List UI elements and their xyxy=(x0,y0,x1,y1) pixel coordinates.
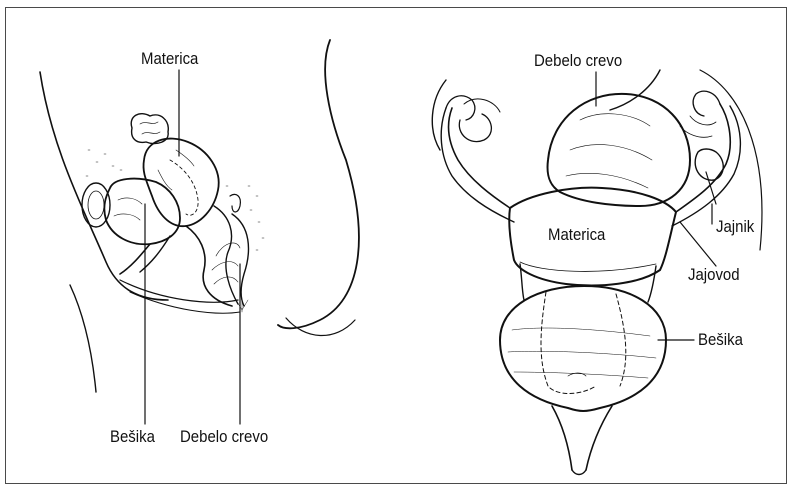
label-debelo-crevo-left: Debelo crevo xyxy=(180,428,268,445)
label-materica-left: Materica xyxy=(141,50,198,67)
sagittal-view xyxy=(40,40,359,392)
bladder-left xyxy=(104,179,180,245)
label-besika-left: Bešika xyxy=(110,428,155,445)
ovary-left-frontal xyxy=(459,114,491,142)
label-jajnik: Jajnik xyxy=(716,218,754,235)
label-besika-right: Bešika xyxy=(698,331,743,348)
label-materica-right: Materica xyxy=(548,226,605,243)
label-jajovod: Jajovod xyxy=(688,266,740,283)
left-leader-lines xyxy=(145,70,240,424)
bladder-right xyxy=(500,286,666,411)
label-debelo-crevo-right: Debelo crevo xyxy=(534,52,622,69)
